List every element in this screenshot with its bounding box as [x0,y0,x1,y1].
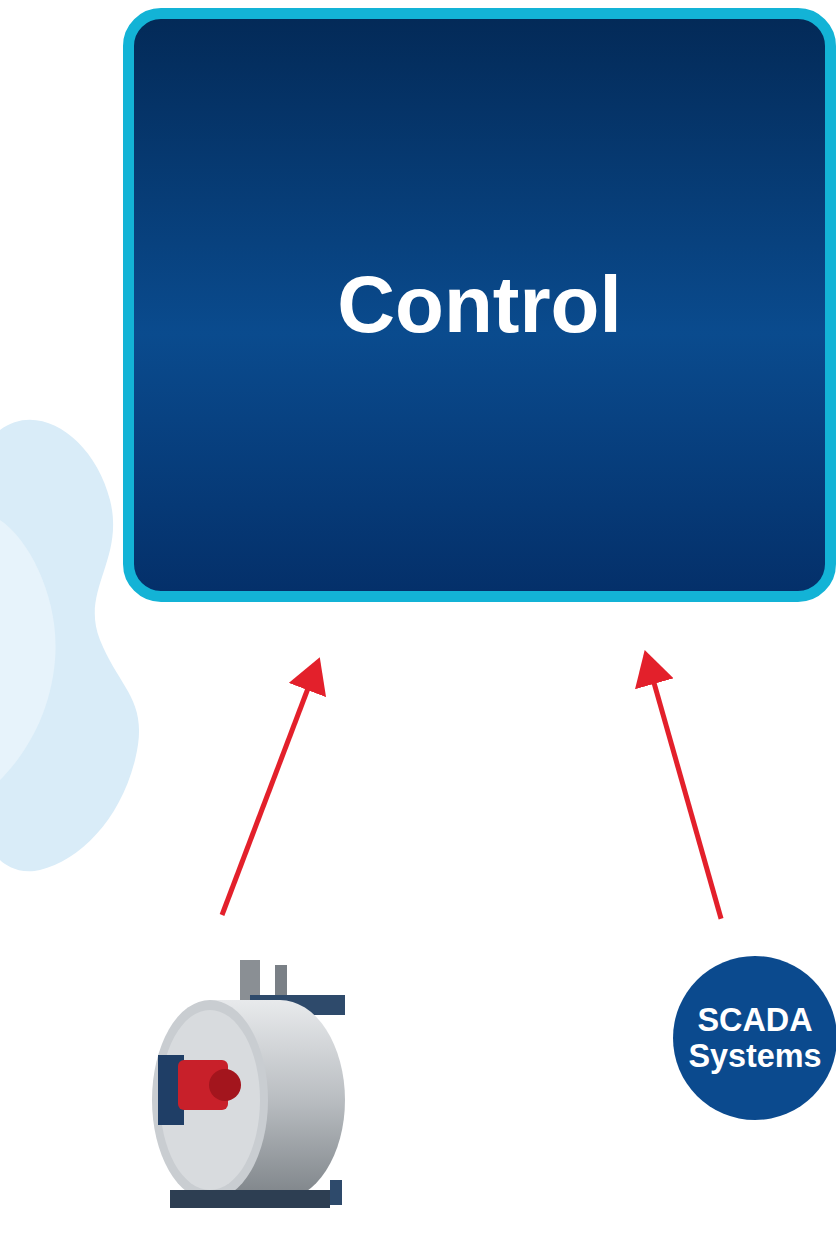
scada-circle: SCADA Systems [673,956,836,1120]
control-box: Control [123,8,836,602]
cloud-shape [0,420,139,872]
node-label: SCADA Systems [683,1002,827,1075]
leader-arrow [222,662,318,915]
connector-arrow [646,655,721,919]
boiler-illustration [152,960,345,1208]
cloud-shape [0,520,56,780]
node-label: Control [337,261,621,349]
